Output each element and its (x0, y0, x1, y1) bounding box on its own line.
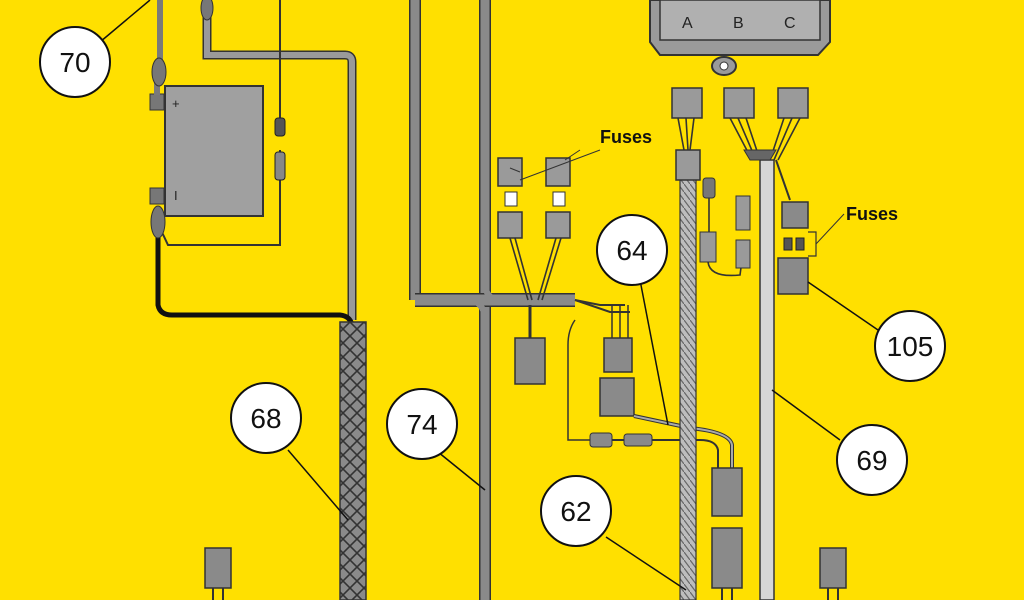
ring-terminal (151, 57, 167, 87)
terminal-a-label: A (682, 15, 693, 32)
trunk-connector (514, 337, 546, 385)
relay-connector-lower (599, 377, 635, 417)
leader-lines (99, 0, 879, 591)
right-fuse-connector (781, 201, 809, 229)
fuses-label-upper: Fuses (600, 127, 652, 147)
svg-text:70: 70 (59, 47, 90, 78)
svg-text:62: 62 (560, 496, 591, 527)
small-plug-4 (735, 239, 751, 269)
callout-62: 62 (540, 475, 612, 547)
small-plug-1 (702, 177, 716, 199)
callout-68: 68 (230, 382, 302, 454)
braided-harness-68 (339, 321, 367, 600)
relay-connector-upper (603, 337, 633, 373)
small-plug-3 (735, 195, 751, 231)
connector-62-lower (711, 527, 743, 589)
callout-64: 64 (596, 214, 668, 286)
svg-text:105: 105 (887, 331, 934, 362)
terminal-b-label: B (733, 15, 744, 32)
ground-terminal (150, 205, 166, 239)
harness-62-boot (675, 149, 701, 181)
callout-105: 105 (874, 310, 946, 382)
harness-69-junction (743, 149, 777, 161)
inline-wire (612, 439, 719, 470)
thin-loop-wire (567, 319, 590, 441)
harness-74 (409, 0, 575, 600)
svg-text:69: 69 (856, 445, 887, 476)
black-ground-wire (155, 210, 355, 326)
wire-end-connector (200, 0, 214, 21)
fuses-pointer-upper (509, 149, 601, 181)
twisted-harness-62 (679, 159, 697, 600)
harness-69 (759, 159, 775, 600)
fuse-block-105 (777, 257, 809, 295)
battery-negative-post (149, 187, 165, 205)
bottom-plug-right (819, 547, 847, 589)
battery: + I (149, 85, 264, 217)
small-plug-2 (699, 231, 717, 263)
connector-62-upper (711, 467, 743, 517)
bottom-plug-left (204, 547, 232, 589)
control-box: A B C (649, 0, 831, 76)
svg-text:68: 68 (250, 403, 281, 434)
battery-positive-lead (151, 0, 167, 95)
svg-text:64: 64 (616, 235, 647, 266)
branch-wire-a (574, 299, 630, 313)
inline-connector-small (589, 432, 613, 448)
terminal-c-label: C (784, 15, 796, 32)
fuse-leads (509, 237, 562, 301)
fuses-label-right: Fuses (846, 204, 898, 224)
thin-fuse-wire (159, 0, 281, 246)
inline-fuse-bottom (274, 151, 286, 181)
battery-negative-label: I (174, 188, 178, 203)
branch-wire-b (574, 299, 625, 306)
relay-leads (611, 305, 629, 338)
svg-text:74: 74 (406, 409, 437, 440)
fuse-holder-right (545, 157, 571, 239)
callout-74: 74 (386, 388, 458, 460)
fuse-holder-left (497, 157, 523, 239)
inline-fuse-top (274, 117, 286, 137)
callout-70: 70 (39, 26, 111, 98)
callout-69: 69 (836, 424, 908, 496)
box-connectors (671, 87, 809, 161)
inline-connector-small-2 (623, 433, 653, 447)
battery-body (164, 85, 264, 217)
fuse-blade-2 (795, 237, 805, 251)
battery-positive-post (149, 93, 165, 111)
fuse-blade-1 (783, 237, 793, 251)
battery-positive-label: + (172, 96, 180, 111)
gray-wire-loop (204, 0, 355, 320)
